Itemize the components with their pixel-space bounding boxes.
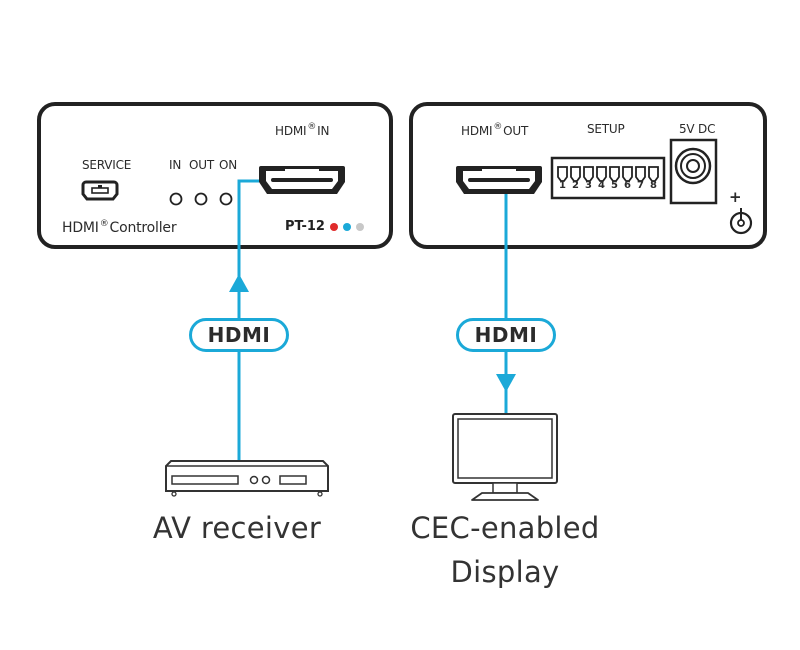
dip-switch-toggle[interactable]: [583, 166, 594, 182]
hdmi-out-label-suffix: OUT: [503, 124, 529, 138]
led-in-label: IN: [169, 158, 182, 172]
led-out-icon: [194, 192, 208, 206]
model-dot-gray: [356, 223, 364, 231]
led-out-label: OUT: [189, 158, 214, 172]
hdmi-out-port-icon: [456, 166, 542, 194]
controller-label-suffix: Controller: [109, 220, 177, 236]
hdmi-controller-label: HDMI®Controller: [62, 219, 177, 236]
hdmi-cable-label-in: HDMI: [189, 318, 289, 352]
dip-switch-toggle[interactable]: [557, 166, 568, 182]
dip-switch-number: 6: [624, 180, 631, 191]
dip-switch-toggle[interactable]: [635, 166, 646, 182]
power-label: 5V DC: [679, 122, 716, 136]
dip-switch-toggle[interactable]: [596, 166, 607, 182]
arrow-up-icon: [229, 274, 249, 292]
hdmi-cable-label-out: HDMI: [456, 318, 556, 352]
dip-switch-body: [550, 156, 666, 200]
dip-switch-toggle[interactable]: [570, 166, 581, 182]
registered-mark: ®: [493, 122, 503, 132]
display-monitor-icon: [452, 413, 558, 501]
polarity-plus-label: +: [729, 188, 742, 206]
led-on-icon: [219, 192, 233, 206]
controller-label-prefix: HDMI: [62, 220, 99, 236]
dip-switch-number: 7: [637, 180, 644, 191]
mini-usb-port-icon: [81, 180, 119, 201]
dip-switch-toggle[interactable]: [622, 166, 633, 182]
arrow-down-icon: [496, 374, 516, 392]
hdmi-in-label-suffix: IN: [317, 124, 330, 138]
led-in-icon: [169, 192, 183, 206]
model-number: PT-12: [285, 219, 325, 234]
dip-switch-toggle[interactable]: [648, 166, 659, 182]
dip-switch-number: 8: [650, 180, 657, 191]
service-port-label: SERVICE: [82, 158, 132, 172]
registered-mark: ®: [307, 122, 317, 132]
registered-mark: ®: [99, 219, 109, 229]
av-receiver-label: AV receiver: [152, 511, 322, 545]
dip-switch-icon: [550, 156, 666, 200]
led-on-label: ON: [219, 158, 238, 172]
hdmi-out-label-prefix: HDMI: [461, 124, 493, 138]
dip-switch-toggle[interactable]: [609, 166, 620, 182]
av-receiver-icon: [165, 460, 329, 497]
dip-switch-number: 3: [585, 180, 592, 191]
setup-label: SETUP: [587, 122, 625, 136]
dip-switch-number: 4: [598, 180, 605, 191]
model-dot-red: [330, 223, 338, 231]
hdmi-in-label: HDMI®IN: [275, 122, 329, 138]
hdmi-out-label: HDMI®OUT: [461, 122, 528, 138]
hdmi-cable-in: [237, 179, 259, 460]
display-label-line1: CEC-enabled: [410, 511, 600, 545]
display-label-line2: Display: [450, 555, 560, 589]
model-dot-blue: [343, 223, 351, 231]
dip-switch-number: 1: [559, 180, 566, 191]
polarity-symbol-icon: [729, 208, 753, 235]
hdmi-in-port-icon: [259, 166, 345, 194]
dc-power-jack-icon: [669, 138, 718, 205]
left-device-panel: [37, 102, 393, 249]
dip-switch-number: 5: [611, 180, 618, 191]
hdmi-in-label-prefix: HDMI: [275, 124, 307, 138]
dip-switch-number: 2: [572, 180, 579, 191]
